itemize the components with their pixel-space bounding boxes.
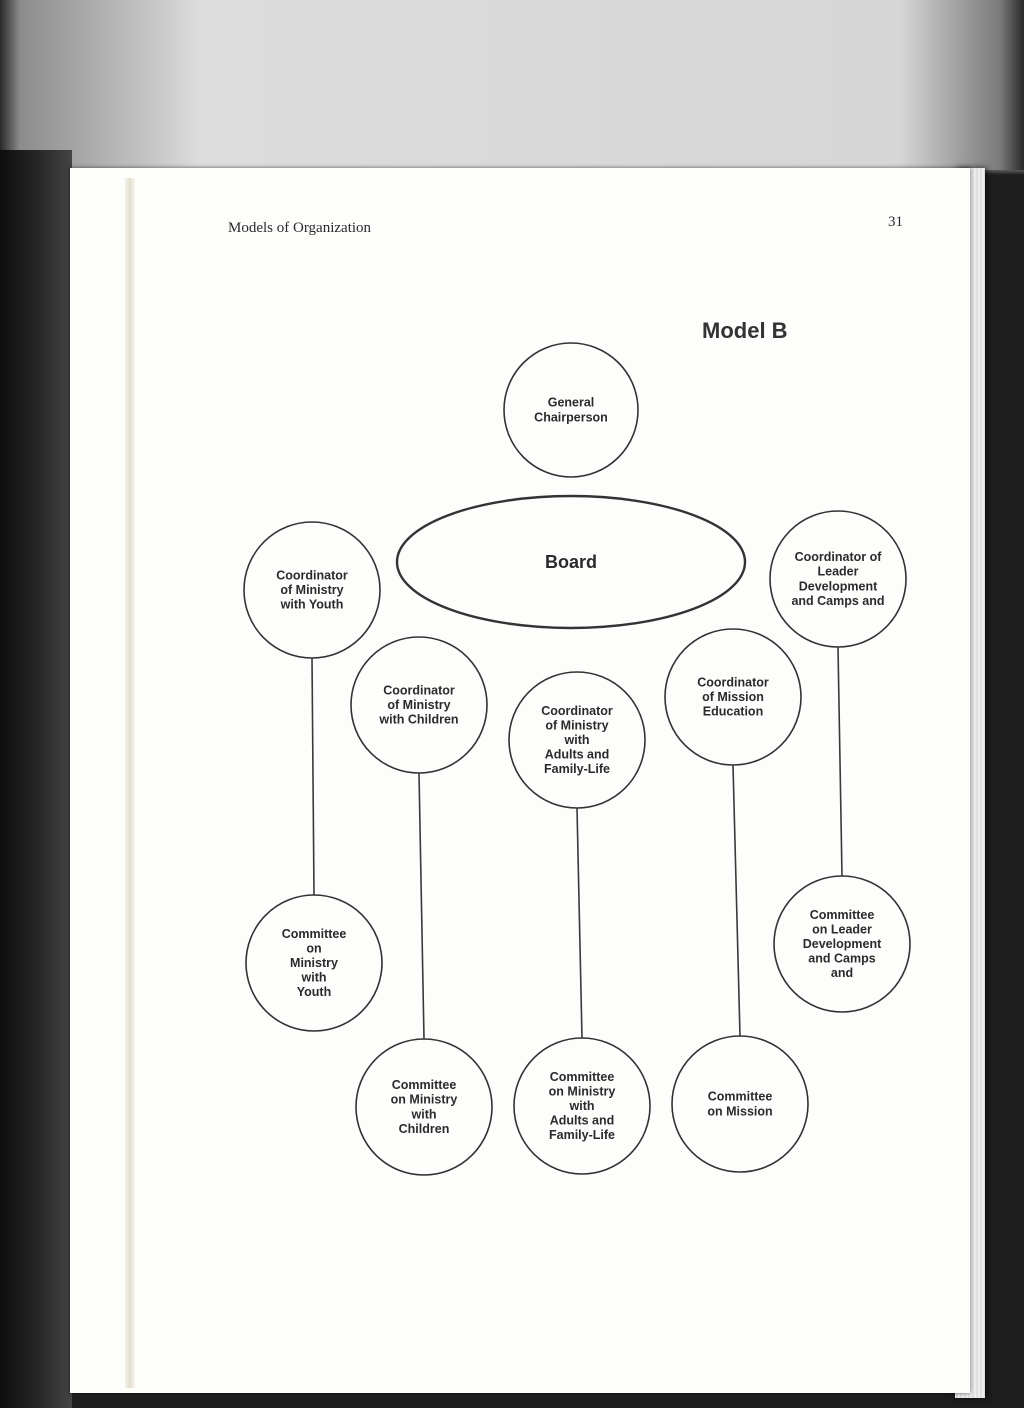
diagram-title: Model B	[702, 318, 788, 343]
node-label-comm-leader: Committee	[810, 908, 875, 922]
node-label-comm-children: on Ministry	[391, 1093, 458, 1107]
node-shape-coord-youth	[243, 521, 381, 659]
node-shape-coord-children	[350, 636, 488, 774]
node-label-comm-adults: on Ministry	[549, 1084, 616, 1098]
node-label-coord-youth: with Youth	[280, 598, 344, 612]
node-label-comm-adults: Adults and	[550, 1114, 615, 1128]
node-label-comm-youth: Ministry	[290, 956, 338, 970]
node-label-chair: General	[548, 396, 595, 410]
node-label-comm-adults: Committee	[550, 1070, 615, 1084]
node-label-coord-leader: Coordinator of	[795, 550, 883, 564]
node-label-comm-children: Children	[399, 1122, 450, 1136]
node-shape-comm-mission	[671, 1035, 809, 1173]
node-label-coord-mission: Coordinator	[697, 675, 769, 689]
node-label-comm-children: with	[411, 1107, 437, 1121]
node-label-comm-leader: on Leader	[812, 922, 872, 936]
connector-coord-youth-to-comm-youth	[311, 657, 315, 896]
node-label-coord-youth: of Ministry	[280, 583, 343, 597]
node-label-comm-youth: Youth	[297, 985, 331, 999]
page-number: 31	[888, 214, 903, 230]
scan-background-left	[0, 150, 72, 1408]
node-label-coord-leader: and Camps and	[791, 594, 884, 608]
node-shape-coord-adults	[508, 671, 646, 809]
node-label-coord-children: Coordinator	[383, 683, 455, 697]
connector-coord-mission-to-comm-mission	[732, 764, 741, 1037]
node-label-board: Board	[545, 552, 597, 572]
node-shape-comm-children	[355, 1038, 493, 1176]
node-label-comm-leader: Development	[803, 937, 882, 951]
scan-background-top	[0, 0, 1024, 170]
node-label-coord-adults: Family-Life	[544, 762, 610, 776]
node-shape-chair	[503, 342, 639, 478]
node-label-comm-adults: Family-Life	[549, 1128, 615, 1142]
node-shape-comm-adults	[513, 1037, 651, 1175]
connector-coord-adults-to-comm-adults	[576, 807, 583, 1039]
connector-lines	[311, 646, 843, 1040]
node-label-coord-adults: Coordinator	[541, 704, 613, 718]
node-label-coord-children: of Ministry	[387, 698, 450, 712]
node-label-comm-youth: on	[306, 941, 321, 955]
node-label-comm-mission: Committee	[708, 1090, 773, 1104]
node-label-comm-youth: Committee	[282, 927, 347, 941]
node-shape-coord-mission	[664, 628, 802, 766]
node-label-comm-leader: and	[831, 966, 853, 980]
node-label-coord-leader: Leader	[818, 565, 859, 579]
node-label-coord-leader: Development	[799, 579, 878, 593]
node-label-comm-adults: with	[569, 1099, 595, 1113]
node-shape-coord-leader	[769, 510, 907, 648]
node-shape-comm-leader	[773, 875, 911, 1013]
node-label-comm-leader: and Camps	[808, 952, 875, 966]
node-board: Board	[395, 494, 747, 630]
node-label-coord-mission: of Mission	[702, 690, 764, 704]
node-label-comm-youth: with	[301, 971, 327, 985]
node-label-coord-adults: of Ministry	[545, 718, 608, 732]
node-label-coord-mission: Education	[703, 705, 763, 719]
node-label-coord-adults: with	[564, 733, 590, 747]
connector-coord-leader-to-comm-leader	[837, 646, 843, 877]
running-head: Models of Organization	[228, 220, 372, 236]
node-shape-board	[395, 494, 747, 630]
node-label-coord-youth: Coordinator	[276, 568, 348, 582]
node-label-chair: Chairperson	[534, 410, 608, 424]
node-label-comm-children: Committee	[392, 1078, 457, 1092]
node-label-comm-mission: on Mission	[707, 1104, 772, 1118]
node-shape-comm-youth	[245, 894, 383, 1032]
connector-coord-children-to-comm-children	[418, 772, 425, 1040]
node-label-coord-children: with Children	[378, 713, 458, 727]
node-label-coord-adults: Adults and	[545, 748, 610, 762]
page-gutter	[125, 178, 135, 1388]
